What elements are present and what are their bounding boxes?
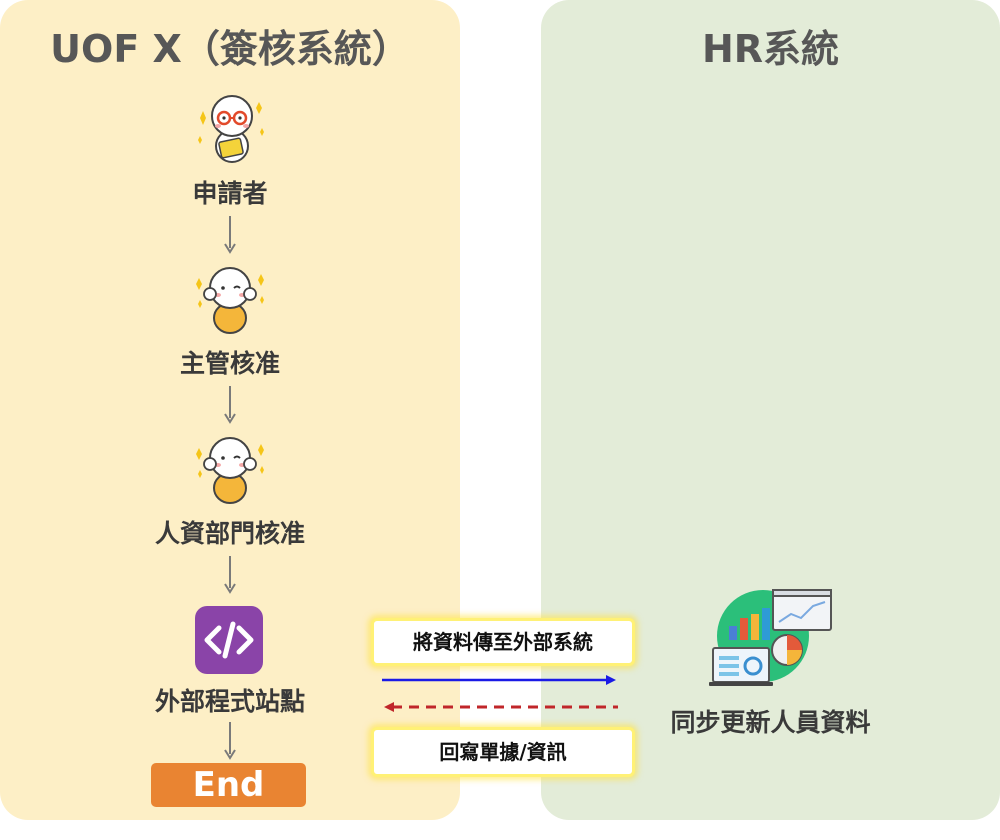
end-node: End [151, 763, 306, 807]
return-arrow [384, 702, 618, 712]
applicant-character-icon [198, 95, 264, 163]
flow-arrow-down [224, 216, 236, 254]
step-applicant-label: 申請者 [192, 179, 268, 208]
return-data-message: 回寫單據/資訊 [371, 727, 635, 777]
flow-arrow-down [224, 722, 236, 760]
send-data-message: 將資料傳至外部系統 [371, 618, 635, 666]
hr-sync-label: 同步更新人員資料 [670, 708, 871, 737]
approver-character-icon [196, 437, 264, 504]
hr-lane-title: HR系統 [701, 27, 840, 71]
approver-character-icon [196, 267, 264, 334]
flow-arrow-down [224, 386, 236, 424]
step-manager-label: 主管核准 [179, 349, 280, 378]
step-external-label: 外部程式站點 [154, 687, 305, 716]
dashboard-chart-icon [709, 589, 832, 686]
hr-lane: HR系統 [541, 0, 1000, 820]
code-icon [195, 606, 263, 674]
uof-lane-title: UOF X（簽核系統） [50, 27, 410, 71]
step-hr-dept-label: 人資部門核准 [154, 519, 305, 548]
flow-arrow-down [224, 556, 236, 594]
send-arrow [382, 675, 616, 685]
